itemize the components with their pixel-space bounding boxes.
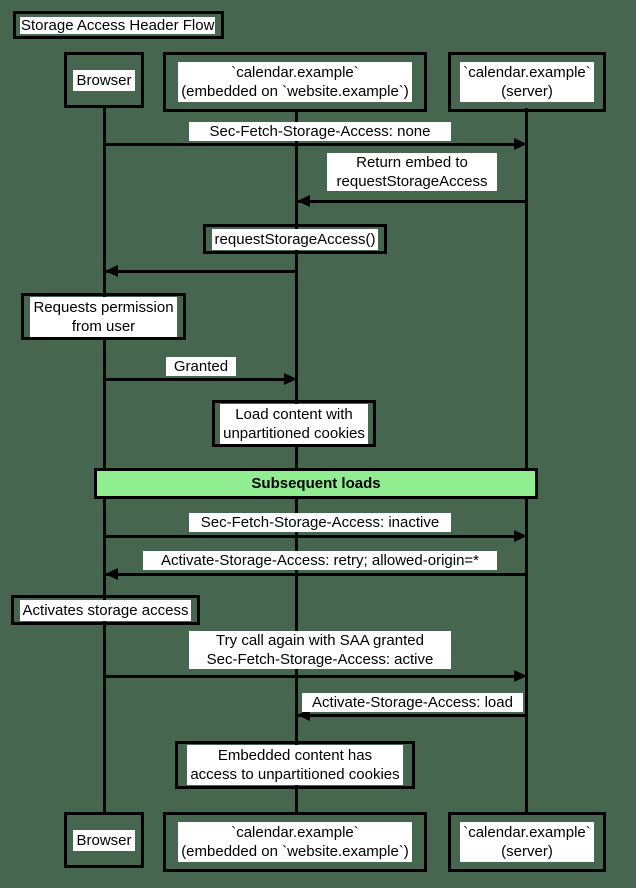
participant-server-top[interactable]: `calendar.example` (server)	[448, 52, 606, 112]
message-arrowhead-2	[297, 195, 310, 207]
message-label-8: Activate-Storage-Access: load	[302, 693, 523, 712]
note-request-storage-access: requestStorageAccess()	[203, 224, 387, 254]
message-arrowhead-5	[514, 530, 527, 542]
message-line-1	[105, 143, 519, 146]
note-embedded-content-access-label: Embedded content has access to unpartiti…	[187, 745, 403, 785]
participant-embed-top[interactable]: `calendar.example` (embedded on `website…	[163, 52, 427, 112]
note-load-content: Load content with unpartitioned cookies	[212, 400, 376, 447]
message-line-3	[105, 270, 297, 273]
note-activates-storage-access: Activates storage access	[11, 595, 200, 625]
participant-server-top-label: `calendar.example` (server)	[460, 62, 594, 102]
message-label-1: Sec-Fetch-Storage-Access: none	[189, 122, 451, 141]
message-label-2: Return embed to requestStorageAccess	[327, 153, 497, 191]
lifeline-browser	[103, 108, 106, 815]
participant-browser-bottom-label: Browser	[73, 829, 135, 851]
divider-subsequent-loads-label: Subsequent loads	[251, 475, 381, 492]
divider-subsequent-loads: Subsequent loads	[94, 468, 538, 499]
note-activates-storage-access-label: Activates storage access	[19, 599, 192, 621]
participant-embed-top-label: `calendar.example` (embedded on `website…	[178, 62, 412, 102]
message-arrowhead-4	[284, 373, 297, 385]
message-line-6	[105, 573, 526, 576]
message-arrowhead-3	[105, 265, 118, 277]
message-arrowhead-6	[105, 568, 118, 580]
lifeline-embed	[295, 112, 298, 815]
page-title: Storage Access Header Flow	[20, 17, 216, 34]
note-requests-permission-label: Requests permission from user	[30, 296, 177, 337]
lifeline-server	[525, 108, 528, 815]
participant-browser-bottom[interactable]: Browser	[64, 812, 144, 868]
message-arrowhead-1	[514, 138, 527, 150]
message-arrowhead-7	[514, 670, 527, 682]
message-label-5: Sec-Fetch-Storage-Access: inactive	[189, 513, 451, 532]
participant-embed-bottom-label: `calendar.example` (embedded on `website…	[178, 822, 412, 862]
participant-browser-top-label: Browser	[73, 69, 135, 91]
note-embedded-content-access: Embedded content has access to unpartiti…	[175, 741, 415, 789]
message-label-6: Activate-Storage-Access: retry; allowed-…	[143, 551, 497, 570]
note-requests-permission: Requests permission from user	[21, 293, 186, 340]
note-request-storage-access-label: requestStorageAccess()	[211, 228, 379, 250]
participant-server-bottom-label: `calendar.example` (server)	[460, 822, 594, 862]
diagram-title-frame: Storage Access Header Flow	[13, 11, 224, 39]
message-line-5	[105, 535, 519, 538]
message-arrowhead-8	[297, 709, 310, 721]
participant-embed-bottom[interactable]: `calendar.example` (embedded on `website…	[163, 812, 427, 872]
participant-browser-top[interactable]: Browser	[64, 52, 144, 108]
message-line-2	[297, 200, 526, 203]
message-label-7: Try call again with SAA granted Sec-Fetc…	[189, 631, 451, 669]
message-line-4	[105, 378, 292, 381]
message-line-8	[297, 714, 526, 717]
note-load-content-label: Load content with unpartitioned cookies	[220, 403, 368, 444]
message-label-4: Granted	[166, 357, 236, 376]
participant-server-bottom[interactable]: `calendar.example` (server)	[448, 812, 606, 872]
message-line-7	[105, 675, 519, 678]
